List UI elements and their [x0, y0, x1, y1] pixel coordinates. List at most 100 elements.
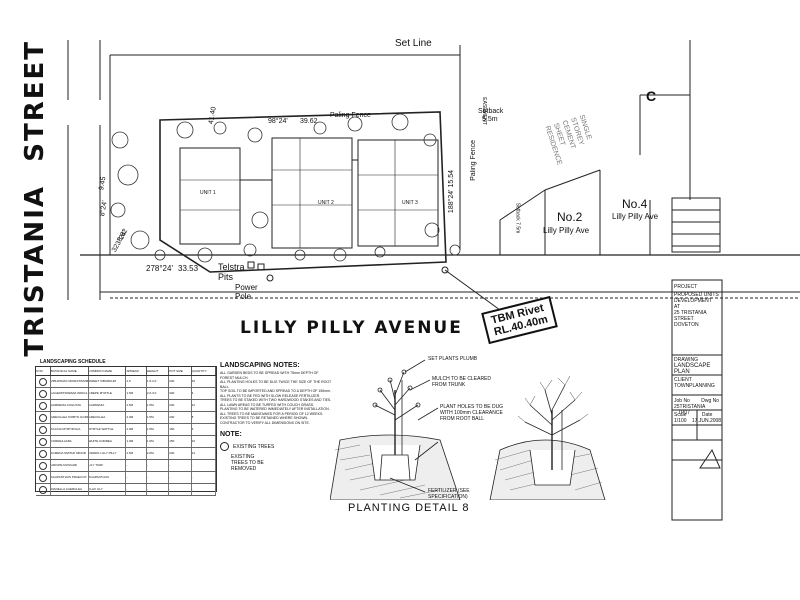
setback-label: Setback — [478, 108, 504, 115]
date-value: 17.JUN.2008 — [691, 418, 722, 424]
schedule-cell: 1.0M — [126, 436, 147, 447]
schedule-cell: GARDENIA AUGUSTA — [51, 400, 89, 411]
schedule-cell: 2.0M — [126, 412, 147, 423]
boundary-east: 188°24' 15.54 — [448, 170, 455, 214]
detail-callout-2: MULCH TO BE CLEARED FROM TRUNK — [432, 376, 491, 388]
legend-remove-label: EXISTING TREES TO BE REMOVED — [231, 454, 264, 472]
schedule-row: VIBURNUM ODORATISSIMUMSWEET VIBURNUM1.51… — [36, 376, 216, 388]
boundary-south-bearing: 278°24' — [146, 264, 173, 273]
note-line: CONTRACTOR TO VERIFY ALL DIMENSIONS ON S… — [220, 420, 310, 425]
schedule-cell: 200 — [169, 448, 192, 459]
setback-side: Setback 7.5m — [514, 202, 521, 234]
schedule-cell: - — [169, 484, 192, 495]
unit-2-label: UNIT 2 — [318, 200, 334, 206]
schedule-cell: CORREA ALBA — [51, 436, 89, 447]
street-label-west-bottom: TRISTANIA — [20, 185, 50, 357]
schedule-cell: 2.0-3.0 — [147, 388, 170, 399]
existing-tree-icon — [220, 442, 229, 451]
schedule-row: GREVILLEA 'ROBYN GORDON'GREVILLEA2.0M1.5… — [36, 412, 216, 424]
schedule-cell: 8 — [192, 412, 216, 423]
schedule-cell: 1.0M — [126, 424, 147, 435]
schedule-cell: LIRIOPE MUSCARI — [51, 460, 89, 471]
schedule-cell: MYRTLE WATTLE — [89, 424, 127, 435]
schedule-cell: VIBURNUM ODORATISSIMUM — [51, 376, 89, 387]
schedule-cell: WHITE CORREA — [89, 436, 127, 447]
notes-heading: NOTE: — [220, 431, 242, 438]
schedule-cell: 1.0M — [147, 436, 170, 447]
boundary-north-bearing: 98°24' — [268, 118, 288, 125]
power-pole: Power Pole — [235, 283, 258, 301]
schedule-cell: 1.5M — [147, 400, 170, 411]
schedule-cell: GARDENIA — [89, 400, 127, 411]
schedule-title: LANDSCAPING SCHEDULE — [40, 359, 106, 365]
project-address: 25 TRISTANIA STREET — [674, 310, 707, 322]
schedule-cell: - — [147, 460, 170, 471]
schedule-cell: 1.5M — [126, 448, 147, 459]
schedule-cell: SWEET VIBURNUM — [89, 376, 127, 387]
schedule-cell: DIANELLA CAERULEA — [51, 484, 89, 495]
plant-symbol-icon — [38, 485, 47, 494]
easement-label: EASEMENT — [480, 97, 487, 125]
schedule-header-cell: SPREAD — [126, 367, 147, 375]
project-suburb: DOVETON — [674, 322, 699, 328]
client-name: TOWNPLANNING — [674, 383, 715, 389]
schedule-cell: DWARF LILLY PILLY — [89, 448, 127, 459]
detail-callout-3: PLANT HOLES TO BE DUG WITH 100mm CLEARAN… — [440, 404, 504, 422]
schedule-header-cell: HEIGHT — [147, 367, 170, 375]
schedule-cell: - — [192, 472, 216, 483]
note-line: TREES TO BE STAKED WITH TWO HARDWOOD STA… — [220, 398, 332, 402]
schedule-cell — [36, 388, 51, 399]
dwg-label: Dwg No — [701, 398, 720, 404]
schedule-cell: 1.5M — [126, 388, 147, 399]
plant-symbol-icon — [38, 389, 47, 398]
plant-symbol-icon — [38, 461, 47, 470]
schedule-cell: 1.5M — [126, 400, 147, 411]
project-line-1: PROPOSED UNITS — [674, 292, 719, 298]
note-line: TOP SOIL TO BE IMPORTED AND SPREAD TO A … — [220, 389, 332, 393]
note-line: ALL GARDEN BEDS TO BE SPREAD WITH 75mm D… — [220, 371, 319, 380]
unit-3-label: UNIT 3 — [402, 200, 418, 206]
schedule-cell: 1.5 — [126, 376, 147, 387]
legend-existing-label: EXISTING TREES — [233, 443, 275, 450]
scale-label: Scale — [674, 412, 687, 418]
plant-symbol-icon — [38, 437, 47, 446]
set-line-label: Set Line — [395, 38, 432, 49]
schedule-cell — [36, 472, 51, 483]
schedule-cell: - — [169, 472, 192, 483]
note-line: PLANTING TO BE WATERED IMMEDIATELY AFTER… — [220, 407, 330, 411]
detail-callout-4: FERTILIZER (SEE SPECIFICATION) — [428, 488, 470, 500]
paling-fence-top: Paling Fence — [330, 112, 371, 119]
note-line: EXISTING TREES TO BE RETAINED WHERE SHOW… — [220, 416, 309, 420]
schedule-header-cell: COMMON NAME — [89, 367, 127, 375]
plant-symbol-icon — [38, 473, 47, 482]
remove-tree-icon — [220, 460, 227, 467]
neighbour-no4-street: Lilly Pilly Ave — [612, 212, 659, 221]
schedule-cell: ACMENA SMITHII MINOR — [51, 448, 89, 459]
schedule-cell — [36, 400, 51, 411]
detail-callout-1: SET PLANTS PLUMB — [428, 356, 478, 362]
schedule-cell: FLAX LILY — [89, 484, 127, 495]
schedule-cell: 1.5M — [147, 424, 170, 435]
schedule-cell: - — [126, 472, 147, 483]
plant-symbol-icon — [38, 401, 47, 410]
schedule-cell — [36, 436, 51, 447]
schedule-cell: 200 — [169, 400, 192, 411]
drawing-label: DRAWING — [674, 357, 698, 363]
schedule-body: VIBURNUM ODORATISSIMUMSWEET VIBURNUM1.51… — [36, 376, 216, 496]
schedule-cell: 10 — [192, 436, 216, 447]
schedule-cell: - — [192, 484, 216, 495]
street-label-west-top: STREET — [20, 40, 50, 162]
note-line: ALL LAWN AREAS TO BE TURFED WITH COUCH G… — [220, 402, 315, 407]
street-label-south: LILLY PILLY AVENUE — [240, 318, 463, 338]
schedule-cell: ACACIA MYRTIFOLIA — [51, 424, 89, 435]
job-block: Job No Dwg No 25TRISTANIA TP07 — [674, 398, 722, 416]
schedule-cell — [36, 424, 51, 435]
planting-detail-title: PLANTING DETAIL 8 — [348, 502, 470, 514]
telstra-pits: Telstra Pits — [218, 262, 245, 282]
